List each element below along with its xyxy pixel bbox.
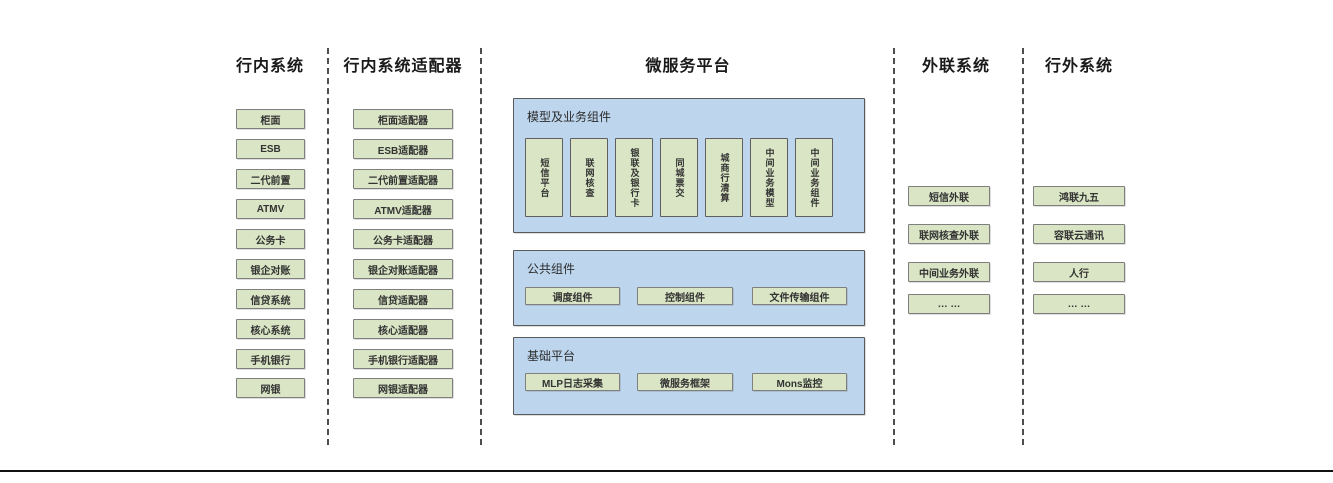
group-title: 公共组件 [527,262,576,276]
adapter-box: 公务卡适配器 [353,229,453,249]
column-title-internal-adapters: 行内系统适配器 [343,58,463,75]
adapter-box: 核心适配器 [353,319,453,339]
system-box: 网银 [236,378,305,398]
divider-dashed-1 [327,48,329,445]
adapter-box: ATMV适配器 [353,199,453,219]
system-box: 手机银行 [236,349,305,369]
group-title: 基础平台 [527,349,576,363]
adapter-box: 手机银行适配器 [353,349,453,369]
outside-system-box: 容联云通讯 [1033,224,1125,244]
bottom-rule [0,470,1333,472]
column-title-outside-systems: 行外系统 [1044,58,1114,75]
component-box: 调度组件 [525,287,620,305]
component-box-vertical: 短信平台 [525,138,563,217]
component-box: Mons监控 [752,373,847,391]
component-box-vertical: 中间业务模型 [750,138,788,217]
external-link-box: … … [908,294,990,314]
system-box: 信贷系统 [236,289,305,309]
external-link-box: 短信外联 [908,186,990,206]
column-title-microservice-platform: 微服务平台 [645,58,731,75]
divider-dashed-2 [480,48,482,445]
external-link-box: 联网核查外联 [908,224,990,244]
component-box-vertical: 中间业务组件 [795,138,833,217]
component-box: MLP日志采集 [525,373,620,391]
column-title-external-link-systems: 外联系统 [921,58,991,75]
system-box: 核心系统 [236,319,305,339]
divider-dashed-3 [893,48,895,445]
column-title-internal-systems: 行内系统 [235,58,305,75]
system-box: ATMV [236,199,305,219]
adapter-box: 网银适配器 [353,378,453,398]
outside-system-box: … … [1033,294,1125,314]
adapter-box: 柜面适配器 [353,109,453,129]
outside-system-box: 鸿联九五 [1033,186,1125,206]
component-box: 文件传输组件 [752,287,847,305]
adapter-box: ESB适配器 [353,139,453,159]
system-box: 柜面 [236,109,305,129]
system-box: ESB [236,139,305,159]
external-link-box: 中间业务外联 [908,262,990,282]
divider-dashed-4 [1022,48,1024,445]
system-box: 银企对账 [236,259,305,279]
adapter-box: 信贷适配器 [353,289,453,309]
component-box: 控制组件 [637,287,733,305]
outside-system-box: 人行 [1033,262,1125,282]
component-box-vertical: 银联及银行卡 [615,138,653,217]
group-title: 模型及业务组件 [527,110,612,124]
system-box: 公务卡 [236,229,305,249]
component-box-vertical: 同城票交 [660,138,698,217]
component-box-vertical: 联网核查 [570,138,608,217]
component-box-vertical: 城商行清算 [705,138,743,217]
adapter-box: 二代前置适配器 [353,169,453,189]
component-box: 微服务框架 [637,373,733,391]
system-box: 二代前置 [236,169,305,189]
adapter-box: 银企对账适配器 [353,259,453,279]
